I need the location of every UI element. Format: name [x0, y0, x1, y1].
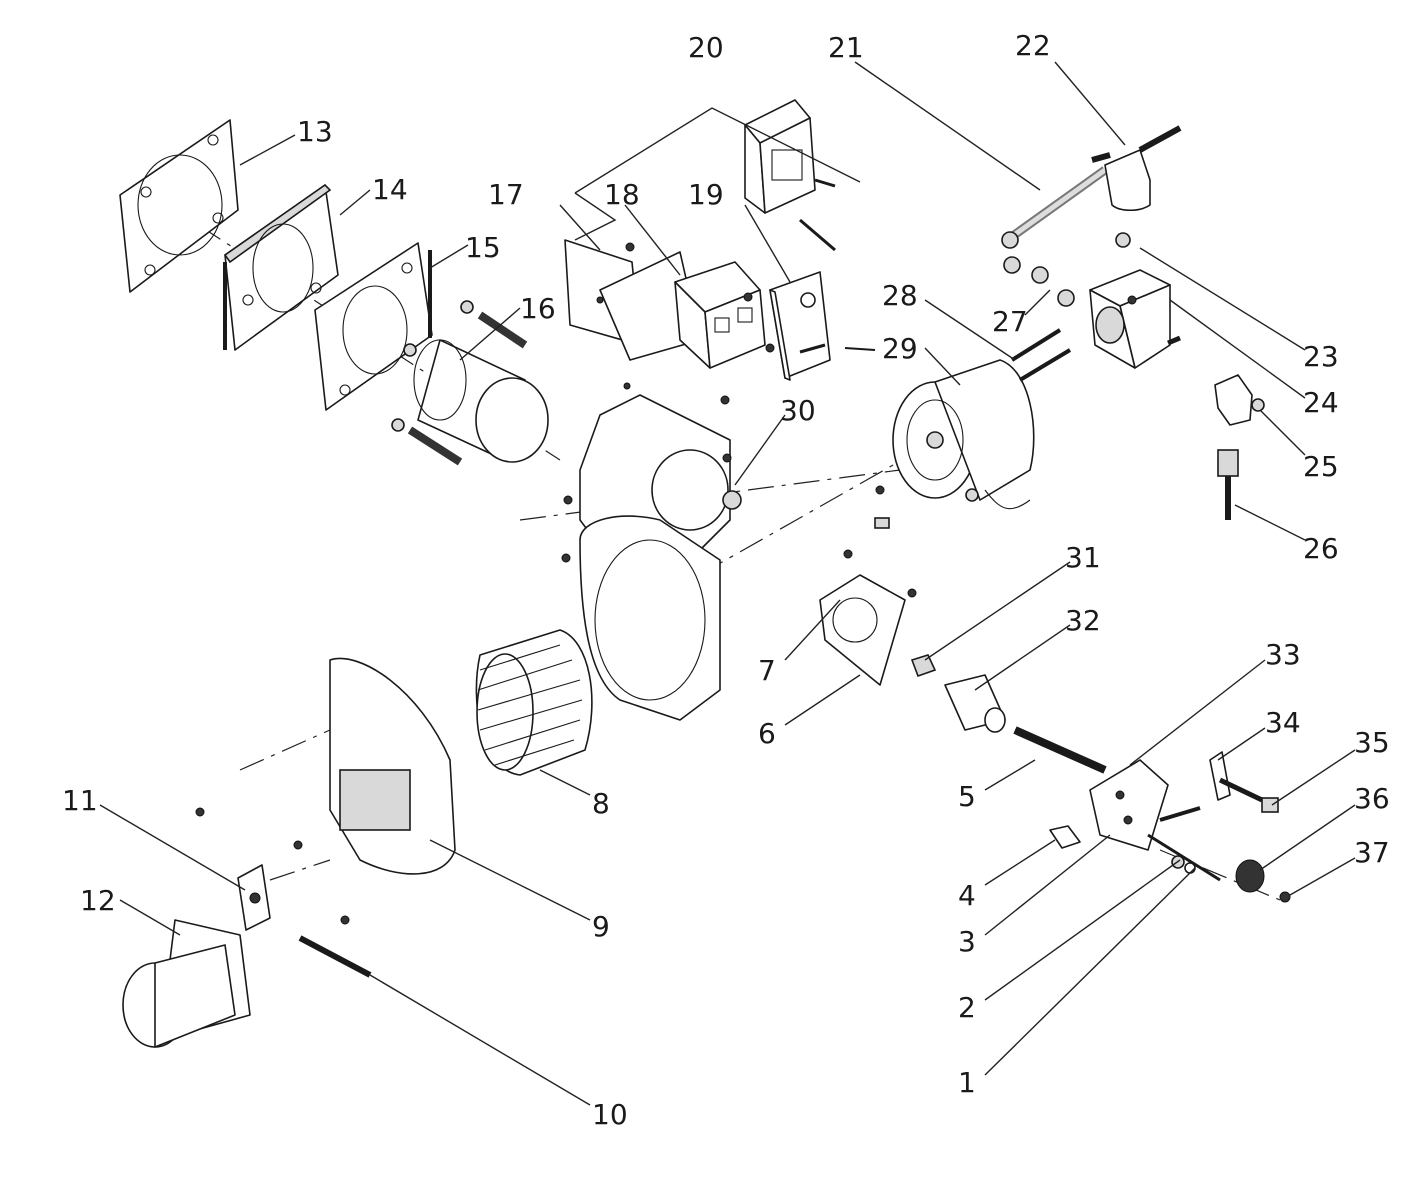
callout-37: 37 [1354, 836, 1390, 869]
callout-16: 16 [520, 292, 556, 325]
callout-36: 36 [1354, 782, 1390, 815]
callout-33: 33 [1265, 638, 1301, 671]
callout-6: 6 [758, 717, 776, 750]
callout-1: 1 [958, 1066, 976, 1099]
callout-25: 25 [1303, 450, 1339, 483]
callout-4: 4 [958, 879, 976, 912]
part-1-washer [1184, 862, 1196, 874]
callout-10: 10 [592, 1098, 628, 1131]
callout-12: 12 [80, 884, 116, 917]
callout-17: 17 [488, 178, 524, 211]
part-9-housing-cover [195, 657, 456, 925]
part-32-nozzle-holder [944, 674, 1006, 733]
part-5-oil-line-tube [1013, 726, 1107, 774]
part-18-terminal-block [674, 261, 775, 369]
callout-23: 23 [1303, 340, 1339, 373]
part-23-nipple [1115, 232, 1131, 248]
part-21-oil-line [1001, 166, 1108, 307]
part-15-flange-plate [314, 242, 528, 466]
part-13-flange-gasket [119, 119, 239, 293]
part-20-relay-unit [574, 99, 861, 252]
callout-28: 28 [882, 279, 918, 312]
callout-labels: 1 2 3 4 5 6 7 8 9 10 11 12 13 14 15 16 1… [62, 29, 1390, 1131]
part-16-blast-tube [413, 339, 549, 463]
part-31-nozzle [910, 654, 937, 678]
callout-15: 15 [465, 231, 501, 264]
part-33-cover-plate [1089, 759, 1221, 882]
callout-7: 7 [758, 654, 776, 687]
part-26-valve-connector [1217, 449, 1239, 520]
callout-26: 26 [1303, 532, 1339, 565]
callout-14: 14 [372, 173, 408, 206]
part-14-flange [223, 183, 339, 351]
callout-21: 21 [828, 31, 864, 64]
callout-32: 32 [1065, 604, 1101, 637]
callout-34: 34 [1265, 706, 1301, 739]
part-4-clip [1049, 825, 1081, 849]
part-30-fan-housing [561, 382, 742, 721]
part-37-screw [1279, 891, 1291, 903]
part-12-photocell [122, 919, 251, 1048]
part-11-coupling [237, 864, 271, 931]
callout-35: 35 [1354, 726, 1390, 759]
callout-22: 22 [1015, 29, 1051, 62]
part-34-electrode-bracket [1209, 751, 1264, 803]
callout-24: 24 [1303, 386, 1339, 419]
callout-30: 30 [780, 394, 816, 427]
part-36-adjust-knob [1235, 859, 1265, 893]
leader-lines [99, 61, 1356, 1106]
callout-11: 11 [62, 784, 98, 817]
part-29-motor [892, 328, 1072, 510]
part-17-bracket [564, 239, 701, 361]
part-8-fan-wheel [475, 629, 593, 776]
callout-8: 8 [592, 787, 610, 820]
part-19-control-box [769, 271, 876, 381]
callout-13: 13 [297, 115, 333, 148]
part-22-oil-filter [1091, 125, 1182, 212]
callout-29: 29 [882, 332, 918, 365]
callout-19: 19 [688, 178, 724, 211]
part-25-solenoid-valve [1214, 374, 1265, 426]
callout-18: 18 [604, 178, 640, 211]
callout-31: 31 [1065, 541, 1101, 574]
part-6-air-damper [819, 485, 917, 686]
callout-9: 9 [592, 910, 610, 943]
part-10-shaft [298, 935, 372, 978]
callout-20: 20 [688, 31, 724, 64]
part-35-clip [1261, 797, 1279, 813]
part-24-oil-pump [1089, 269, 1181, 369]
callout-2: 2 [958, 991, 976, 1024]
callout-5: 5 [958, 780, 976, 813]
callout-3: 3 [958, 925, 976, 958]
callout-27: 27 [992, 305, 1028, 338]
